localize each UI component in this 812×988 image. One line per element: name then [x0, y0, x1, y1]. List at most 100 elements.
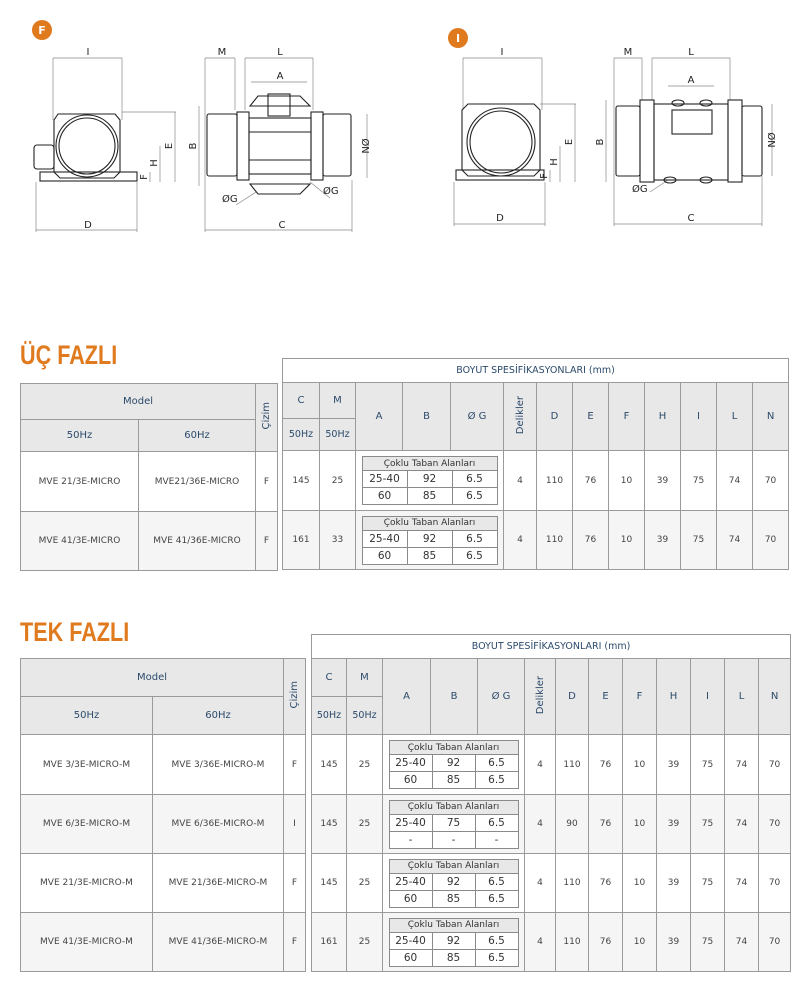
value-f: 10	[622, 734, 657, 795]
value-c: 145	[311, 794, 347, 854]
drawing-ref: I	[283, 794, 306, 854]
base-g: 6.5	[474, 813, 519, 832]
value-e: 76	[588, 912, 623, 972]
header-c: C	[311, 658, 347, 697]
header-d: D	[555, 658, 589, 735]
dim-label: I	[87, 47, 90, 58]
model-50hz: MVE 21/3E-MICRO	[20, 451, 139, 512]
base-a: 25-40	[388, 931, 433, 950]
value-m: 25	[346, 912, 383, 972]
drawing-badge-i	[448, 28, 468, 48]
value-c: 145	[311, 853, 347, 913]
base-b: 92	[431, 754, 476, 772]
base-g: 6.5	[474, 754, 519, 772]
value-delikler: 4	[524, 794, 556, 854]
dim-label: H	[549, 158, 560, 166]
value-i: 75	[690, 734, 725, 795]
dim-label: ØN	[765, 132, 777, 147]
dim-label: D	[84, 220, 92, 231]
base-g: 6.5	[451, 529, 498, 548]
header-b: B	[430, 658, 478, 735]
value-l: 74	[724, 734, 759, 795]
dim-label: D	[496, 213, 504, 224]
dim-label: A	[277, 71, 284, 82]
header-e: E	[572, 382, 609, 451]
base-a: 60	[388, 889, 433, 908]
header-m-50hz: 50Hz	[319, 418, 356, 451]
header-b: B	[402, 382, 451, 451]
dim-label: M	[624, 47, 633, 58]
drawing-ref: F	[283, 734, 306, 795]
drawing-ref: F	[283, 853, 306, 913]
header-n: N	[757, 658, 792, 735]
dim-label: E	[164, 143, 175, 149]
header-cizim: Çizim	[255, 383, 278, 452]
header-c-50hz: 50Hz	[311, 696, 347, 735]
value-d: 90	[555, 794, 589, 854]
value-delikler: 4	[524, 912, 556, 972]
base-b: 85	[431, 771, 476, 789]
header-i: I	[680, 382, 717, 451]
base-areas-title: Çoklu Taban Alanları	[388, 799, 519, 815]
value-i: 75	[690, 853, 725, 913]
base-g: -	[474, 830, 519, 849]
base-a: 60	[361, 546, 408, 565]
value-e: 76	[588, 794, 623, 854]
dim-label: E	[564, 139, 575, 145]
base-g: 6.5	[451, 487, 498, 505]
model-50hz: MVE 41/3E-MICRO-M	[20, 912, 153, 972]
value-c: 145	[311, 734, 347, 795]
value-m: 25	[319, 450, 356, 511]
spec-title: BOYUT SPESİFİKASYONLARI (mm)	[281, 358, 790, 383]
model-60hz: MVE21/36E-MICRO	[138, 451, 256, 512]
spec-title: BOYUT SPESİFİKASYONLARI (mm)	[310, 634, 792, 659]
header-delikler-label: Delikler	[534, 675, 546, 715]
model-60hz: MVE 6/36E-MICRO-M	[152, 794, 284, 854]
value-d: 110	[555, 853, 589, 913]
drawing-i: I I M L A B E H F D C ØN ØG	[448, 28, 777, 226]
badge-label: I	[456, 32, 460, 45]
value-l: 74	[716, 510, 753, 570]
model-50hz: MVE 41/3E-MICRO	[20, 511, 139, 571]
value-l: 74	[716, 450, 753, 511]
base-b: 75	[431, 813, 476, 832]
header-h: H	[644, 382, 681, 451]
dim-label: ØN	[359, 138, 371, 153]
header-delikler: Delikler	[524, 658, 556, 735]
dim-label: H	[149, 159, 160, 167]
base-b: 85	[406, 546, 453, 565]
dim-label: F	[539, 173, 550, 179]
dim-label: C	[688, 213, 695, 224]
value-d: 110	[536, 450, 573, 511]
base-areas-title: Çoklu Taban Alanları	[388, 740, 519, 755]
value-e: 76	[572, 510, 609, 570]
base-g: 6.5	[474, 872, 519, 891]
value-f: 10	[608, 450, 645, 511]
header-d: D	[536, 382, 573, 451]
dim-label: B	[595, 138, 606, 145]
base-a: 60	[388, 771, 433, 789]
model-60hz: MVE 41/36E-MICRO	[138, 511, 256, 571]
value-n: 70	[757, 794, 792, 854]
base-a: 60	[361, 487, 408, 505]
value-l: 74	[724, 853, 759, 913]
base-g: 6.5	[451, 546, 498, 565]
header-f: F	[608, 382, 645, 451]
base-areas-title: Çoklu Taban Alanları	[361, 515, 498, 531]
value-h: 39	[656, 734, 691, 795]
base-a: 25-40	[388, 754, 433, 772]
base-a: 25-40	[388, 872, 433, 891]
badge-label: F	[38, 24, 46, 37]
